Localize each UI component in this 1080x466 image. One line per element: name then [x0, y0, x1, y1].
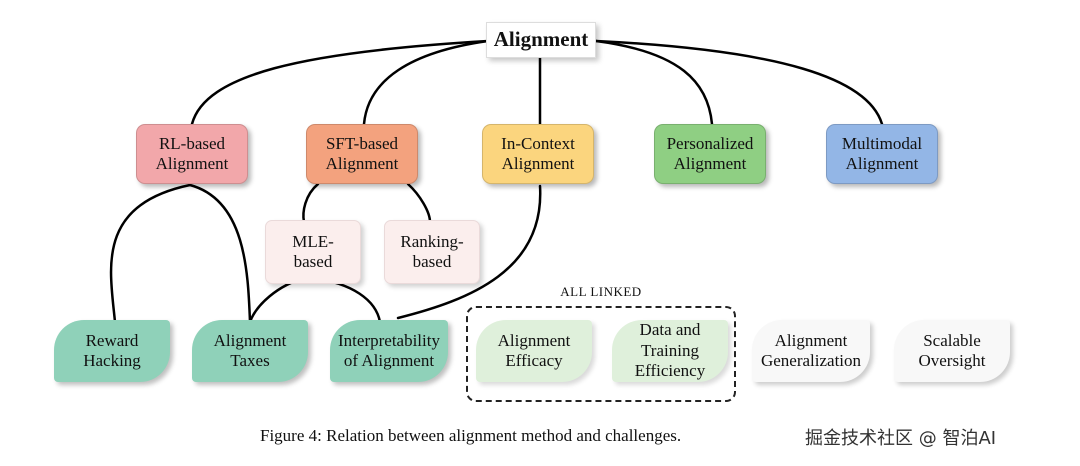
edge-root-personalized [594, 39, 714, 126]
edge-root-rl [190, 39, 490, 126]
edge-sft-ranking [406, 182, 432, 224]
edge-root-multimodal [594, 39, 884, 126]
challenge-alignment-taxes: Alignment Taxes [192, 320, 308, 382]
sft-subtype-mle-based: MLE- based [265, 220, 361, 284]
method-multimodal: Multimodal Alignment [826, 124, 938, 184]
challenge-reward-hacking: Reward Hacking [54, 320, 170, 382]
edge-mle-interpretability [310, 276, 382, 324]
challenge-alignment-efficacy: Alignment Efficacy [476, 320, 592, 382]
challenge-interpretability: Interpretability of Alignment [330, 320, 448, 382]
edge-rl-alignment-taxes [188, 183, 252, 324]
challenge-scalable-oversight: Scalable Oversight [894, 320, 1010, 382]
figure-caption: Figure 4: Relation between alignment met… [260, 426, 682, 445]
watermark-text: 掘金技术社区 @ 智泊AI [805, 428, 997, 449]
method-rl-based: RL-based Alignment [136, 124, 248, 184]
root-node-alignment: Alignment [486, 22, 596, 58]
method-personalized: Personalized Alignment [654, 124, 766, 184]
edge-icl-interpretability [396, 184, 542, 320]
method-in-context: In-Context Alignment [482, 124, 594, 184]
group-label-all-linked: ALL LINKED [560, 284, 642, 299]
challenge-data-training-efficiency: Data and Training Efficiency [612, 320, 728, 382]
edge-rl-reward-hacking [109, 183, 192, 324]
challenge-alignment-generalization: Alignment Generalization [752, 320, 870, 382]
all-linked-group-box [466, 306, 736, 402]
edge-root-sft [362, 39, 490, 126]
sft-subtype-ranking-based: Ranking- based [384, 220, 480, 284]
method-sft-based: SFT-based Alignment [306, 124, 418, 184]
edge-sft-mle [302, 182, 320, 224]
edge-mle-taxes [248, 276, 307, 324]
